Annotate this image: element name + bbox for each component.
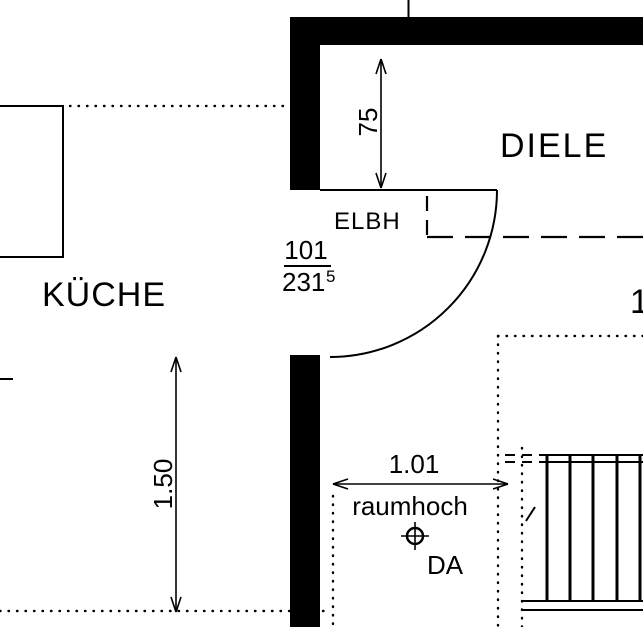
stair-steps xyxy=(545,455,642,601)
survey-point-symbol xyxy=(401,522,429,550)
dim75-arrows xyxy=(375,58,387,189)
wall-left-lower xyxy=(290,355,320,627)
door-size-numerator: 101 xyxy=(284,235,327,265)
label-room-partial: 1 xyxy=(630,283,643,321)
door-swing-arc xyxy=(329,189,498,358)
dim101-label: 1.01 xyxy=(389,449,440,479)
label-da: DA xyxy=(427,550,464,580)
kitchen-counter-outline xyxy=(0,105,64,258)
wall-top xyxy=(290,17,643,45)
door-size-denominator-sup: 5 xyxy=(326,267,335,286)
label-raumhoch: raumhoch xyxy=(352,491,468,521)
dim150-arrows xyxy=(170,356,182,613)
label-kueche: KÜCHE xyxy=(42,276,166,314)
dim150-label: 1.50 xyxy=(148,459,178,510)
stair-dash-marks xyxy=(505,454,542,463)
label-elbh: ELBH xyxy=(334,208,401,235)
wall-left-upper xyxy=(290,17,320,190)
dim101-arrows xyxy=(332,478,509,490)
door-size-denominator: 231 xyxy=(282,267,325,297)
dim75-label: 75 xyxy=(353,108,383,137)
stair-tick xyxy=(525,506,536,522)
label-diele: DIELE xyxy=(500,127,608,165)
